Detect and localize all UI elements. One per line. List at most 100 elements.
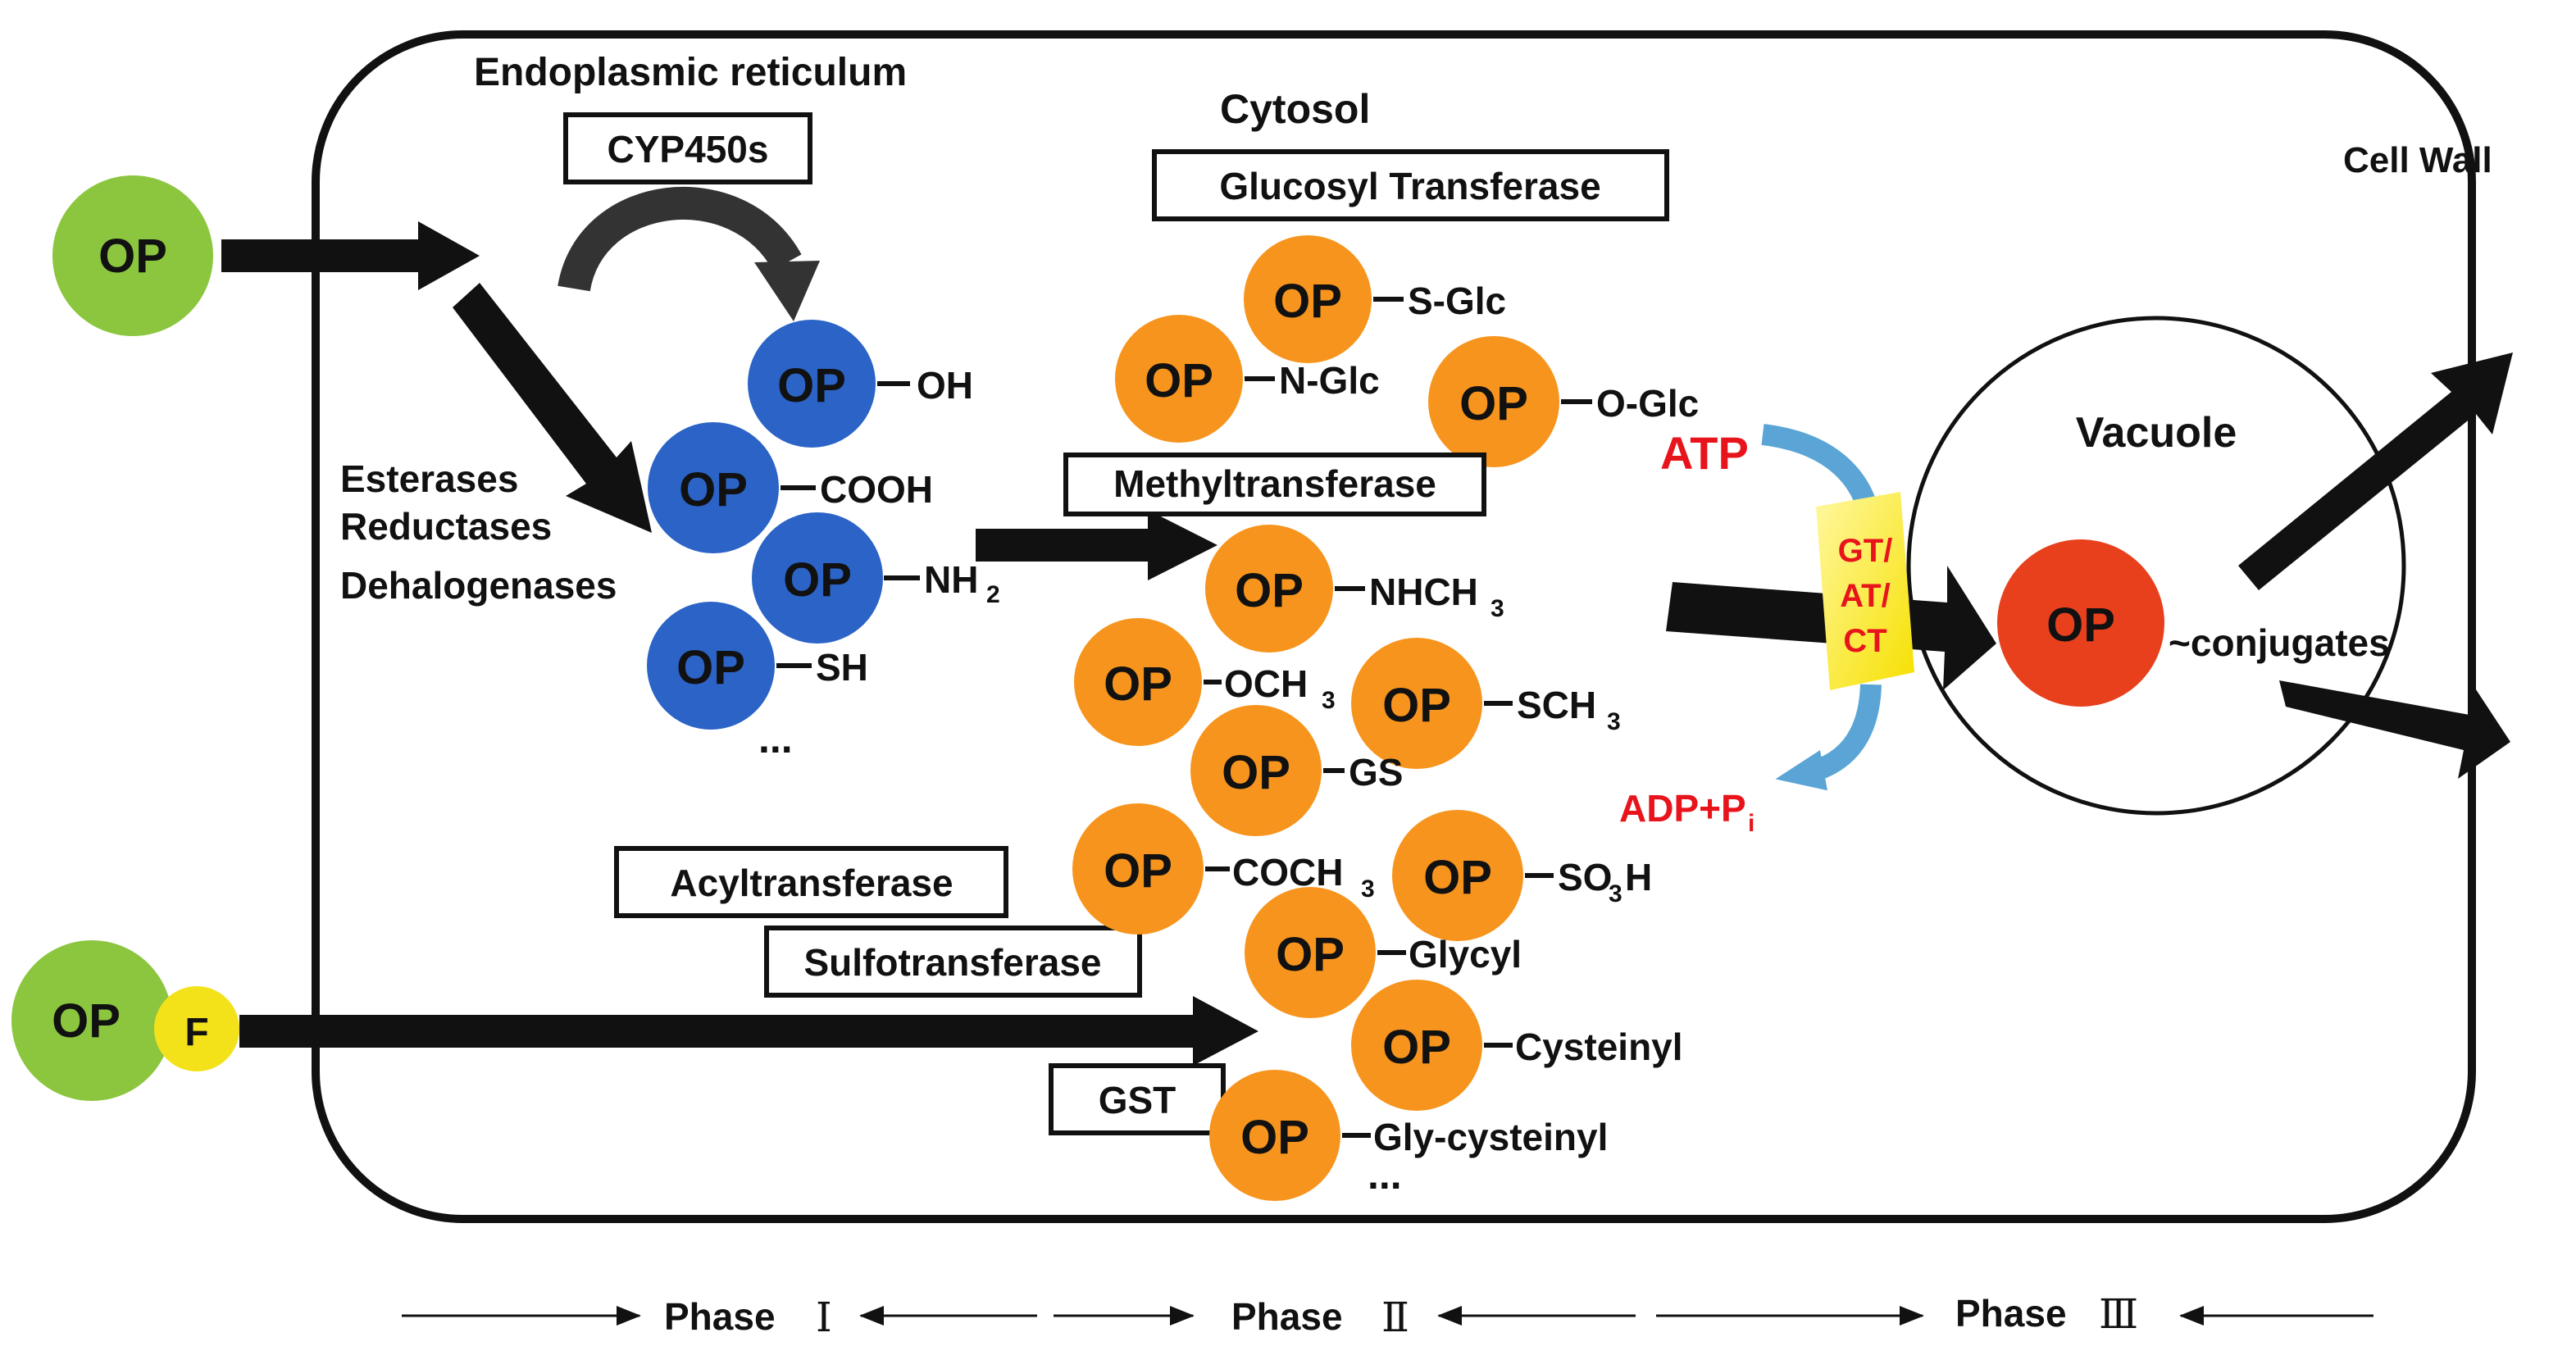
acyltransferase-box xyxy=(614,846,1008,918)
svg-text:3: 3 xyxy=(1607,708,1621,735)
transporter-gt-at-ct xyxy=(1816,492,1914,690)
phase3-numeral: Ⅲ xyxy=(2099,1291,2138,1337)
f-label: F xyxy=(184,1011,208,1054)
methyltransferase-label: Methyltransferase xyxy=(1113,462,1436,505)
op-nhch3: OP NHCH 3 xyxy=(1205,525,1504,653)
op-external-green xyxy=(52,175,213,336)
sh-group: SH xyxy=(816,646,868,689)
svg-text:OP: OP xyxy=(679,463,748,516)
transporter-line-3: CT xyxy=(1843,623,1886,659)
nh2-group: NH xyxy=(924,558,978,601)
transporter-line-2: AT/ xyxy=(1840,578,1890,614)
vacuole-label: Vacuole xyxy=(2076,409,2237,457)
svg-text:3: 3 xyxy=(1609,880,1623,907)
phase1-to-phase2-arrow xyxy=(976,510,1217,580)
cooh-group: COOH xyxy=(820,468,933,511)
phase1-op-nh2: OP NH 2 xyxy=(752,512,1000,644)
reductases-label: Reductases xyxy=(340,505,552,548)
atp-label: ATP xyxy=(1660,427,1749,479)
adp-sub: i xyxy=(1748,810,1755,837)
phase1-ellipsis: ... xyxy=(758,716,793,762)
cyp450-curved-arrowhead xyxy=(754,261,820,321)
phase1-op-oh: OP OH xyxy=(748,320,973,448)
sch3-group: SCH xyxy=(1517,684,1596,726)
svg-text:OP: OP xyxy=(1459,377,1528,430)
phase1-op-sh: OP SH xyxy=(647,602,868,730)
op-vacuole-red xyxy=(1997,539,2164,707)
phase1-numeral: Ⅰ xyxy=(816,1294,832,1340)
och3-group: OCH xyxy=(1224,662,1308,705)
er-label: Endoplasmic reticulum xyxy=(474,51,907,94)
exit-arrow-down xyxy=(2279,680,2510,779)
svg-text:OP: OP xyxy=(1145,354,1213,407)
phase2-ellipsis: ... xyxy=(1368,1152,1402,1198)
n-glc-group: N-Glc xyxy=(1279,359,1380,402)
op-o-glc: OP O-Glc xyxy=(1428,336,1699,467)
o-glc-group: O-Glc xyxy=(1596,382,1699,425)
svg-text:3: 3 xyxy=(1361,876,1375,903)
cysteinyl-group: Cysteinyl xyxy=(1515,1026,1683,1068)
op-n-glc: OP N-Glc xyxy=(1115,315,1380,443)
nhch3-group: NHCH xyxy=(1369,571,1478,613)
cell-boundary xyxy=(312,30,2476,1223)
sulfotransferase-box xyxy=(764,926,1142,998)
phase1-diagonal-arrow xyxy=(453,283,652,533)
svg-text:OP: OP xyxy=(1104,844,1172,898)
dehalogenases-label: Dehalogenases xyxy=(340,564,617,607)
svg-text:OP: OP xyxy=(1423,851,1492,904)
entry-arrow xyxy=(221,221,480,290)
s-glc-group: S-Glc xyxy=(1408,280,1506,322)
op-external-label: OP xyxy=(98,230,167,283)
svg-text:OP: OP xyxy=(777,359,846,412)
conjugates-label: ~conjugates xyxy=(2169,621,2390,664)
cytosol-label: Cytosol xyxy=(1220,86,1370,132)
svg-text:OP: OP xyxy=(1240,1111,1309,1164)
adp-label: ADP+P xyxy=(1619,787,1746,830)
svg-text:OP: OP xyxy=(1382,679,1451,732)
op-och3: OP OCH 3 xyxy=(1074,618,1336,746)
phase2-numeral: Ⅱ xyxy=(1381,1294,1409,1340)
svg-text:OP: OP xyxy=(1222,746,1290,799)
op-glycyl: OP Glycyl xyxy=(1245,887,1522,1018)
phase1-op-cooh: OP COOH xyxy=(648,422,933,553)
acyltransferase-label: Acyltransferase xyxy=(670,862,953,904)
svg-text:3: 3 xyxy=(1322,687,1336,714)
svg-text:OP: OP xyxy=(676,641,745,694)
so3h-group: SO xyxy=(1558,856,1612,898)
cyp450-curved-arrow xyxy=(558,187,802,293)
svg-text:OP: OP xyxy=(1382,1021,1451,1074)
vacuole xyxy=(1906,316,2406,816)
op-f-label: OP xyxy=(52,994,121,1048)
svg-text:OP: OP xyxy=(783,553,852,607)
op-f-arrow xyxy=(239,996,1258,1066)
svg-text:H: H xyxy=(1625,856,1652,898)
glucosyl-transferase-label: Glucosyl Transferase xyxy=(1219,165,1600,207)
cell-wall-label: Cell Wall xyxy=(2343,140,2492,180)
phase3-label: Phase xyxy=(1955,1292,2067,1335)
transporter-line-1: GT/ xyxy=(1838,533,1893,569)
op-f-green xyxy=(11,940,172,1101)
op-gly-cysteinyl: OP Gly-cysteinyl xyxy=(1209,1070,1608,1201)
svg-text:2: 2 xyxy=(986,581,1000,608)
gst-label: GST xyxy=(1099,1079,1176,1121)
op-cysteinyl: OP Cysteinyl xyxy=(1351,980,1683,1111)
oh-group: OH xyxy=(917,364,973,407)
op-coch3: OP COCH 3 xyxy=(1072,803,1375,935)
svg-text:OP: OP xyxy=(1104,657,1172,711)
phase1-label: Phase xyxy=(664,1295,776,1338)
svg-text:OP: OP xyxy=(1235,564,1304,617)
sulfotransferase-label: Sulfotransferase xyxy=(803,941,1101,984)
op-gs: OP GS xyxy=(1190,705,1403,836)
svg-text:3: 3 xyxy=(1491,595,1504,622)
cyp450-box xyxy=(563,112,812,184)
svg-text:OP: OP xyxy=(1273,275,1342,328)
phase2-label: Phase xyxy=(1231,1295,1343,1338)
gs-group: GS xyxy=(1349,751,1403,794)
esterases-label: Esterases xyxy=(340,457,518,500)
op-so3h: OP SO 3 H xyxy=(1392,810,1652,941)
op-sch3: OP SCH 3 xyxy=(1351,638,1621,769)
svg-text:OP: OP xyxy=(1276,928,1345,981)
gly-cysteinyl-group: Gly-cysteinyl xyxy=(1373,1116,1608,1158)
exit-arrow-up xyxy=(2238,352,2513,590)
f-yellow-circle xyxy=(154,986,239,1071)
